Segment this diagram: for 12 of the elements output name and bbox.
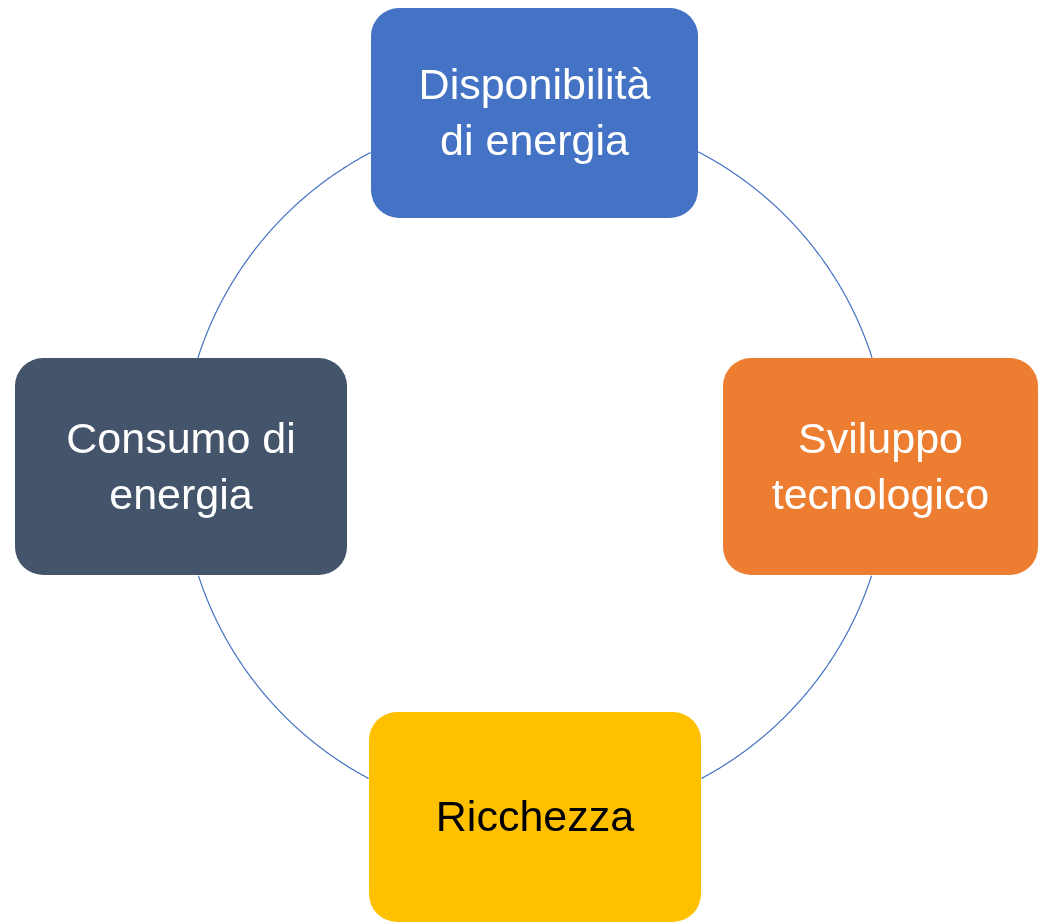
node-label: Sviluppo tecnologico — [770, 412, 991, 520]
process-box — [371, 8, 698, 218]
process-box — [369, 712, 701, 922]
connector-arc — [697, 151, 873, 359]
node-label: Consumo di energia — [65, 412, 297, 520]
connector-arc — [197, 575, 370, 780]
connector-arc — [700, 575, 873, 780]
process-box — [15, 358, 347, 575]
connector-arc — [197, 151, 372, 359]
process-box — [723, 358, 1038, 575]
node-label: Ricchezza — [435, 791, 635, 843]
node-label: Disponibilità di energia — [417, 59, 652, 166]
